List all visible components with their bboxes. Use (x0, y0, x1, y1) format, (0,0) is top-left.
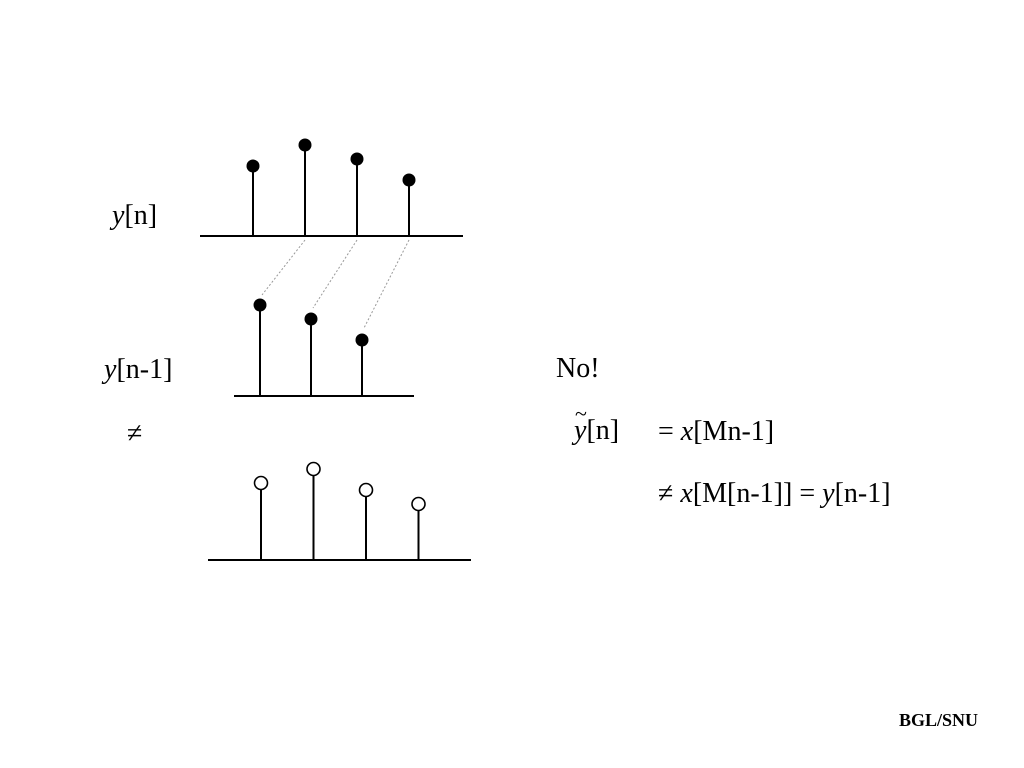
y-n-sample-0 (246, 159, 260, 173)
y-n-minus-1-sample-0 (253, 298, 267, 312)
label-y-n: y[n] (112, 200, 158, 231)
y-n-sample-1 (298, 138, 312, 152)
y-tilde-sample-0 (253, 475, 269, 491)
y-tilde-stems (253, 461, 426, 560)
y-tilde-sample-3 (411, 496, 426, 512)
y-n-stems (246, 138, 416, 236)
shift-guide-line (363, 239, 410, 329)
y-n-sample-2 (350, 152, 364, 166)
tilde-mark: ~ (575, 401, 587, 426)
equation-line-2: ≠ x[M[n-1]] = y[n-1] (658, 478, 891, 509)
y-n-minus-1-stems (253, 298, 369, 396)
y-tilde-sample-1 (306, 461, 321, 477)
y-tilde-sample-2 (358, 482, 374, 498)
shift-guide-line (261, 239, 306, 296)
equation-line-1: = x[Mn-1] (658, 416, 775, 447)
y-n-sample-3 (402, 173, 416, 187)
no-exclamation: No! (556, 353, 600, 384)
footer-credit: BGL/SNU (898, 710, 978, 730)
not-equal-symbol: ≠ (127, 418, 143, 449)
shift-guide-line (312, 239, 358, 309)
y-n-minus-1-sample-1 (304, 312, 318, 326)
label-y-n-minus-1: y[n-1] (104, 354, 173, 385)
label-y-tilde-n: ~y[n] (574, 401, 620, 446)
y-n-minus-1-sample-2 (355, 333, 369, 347)
